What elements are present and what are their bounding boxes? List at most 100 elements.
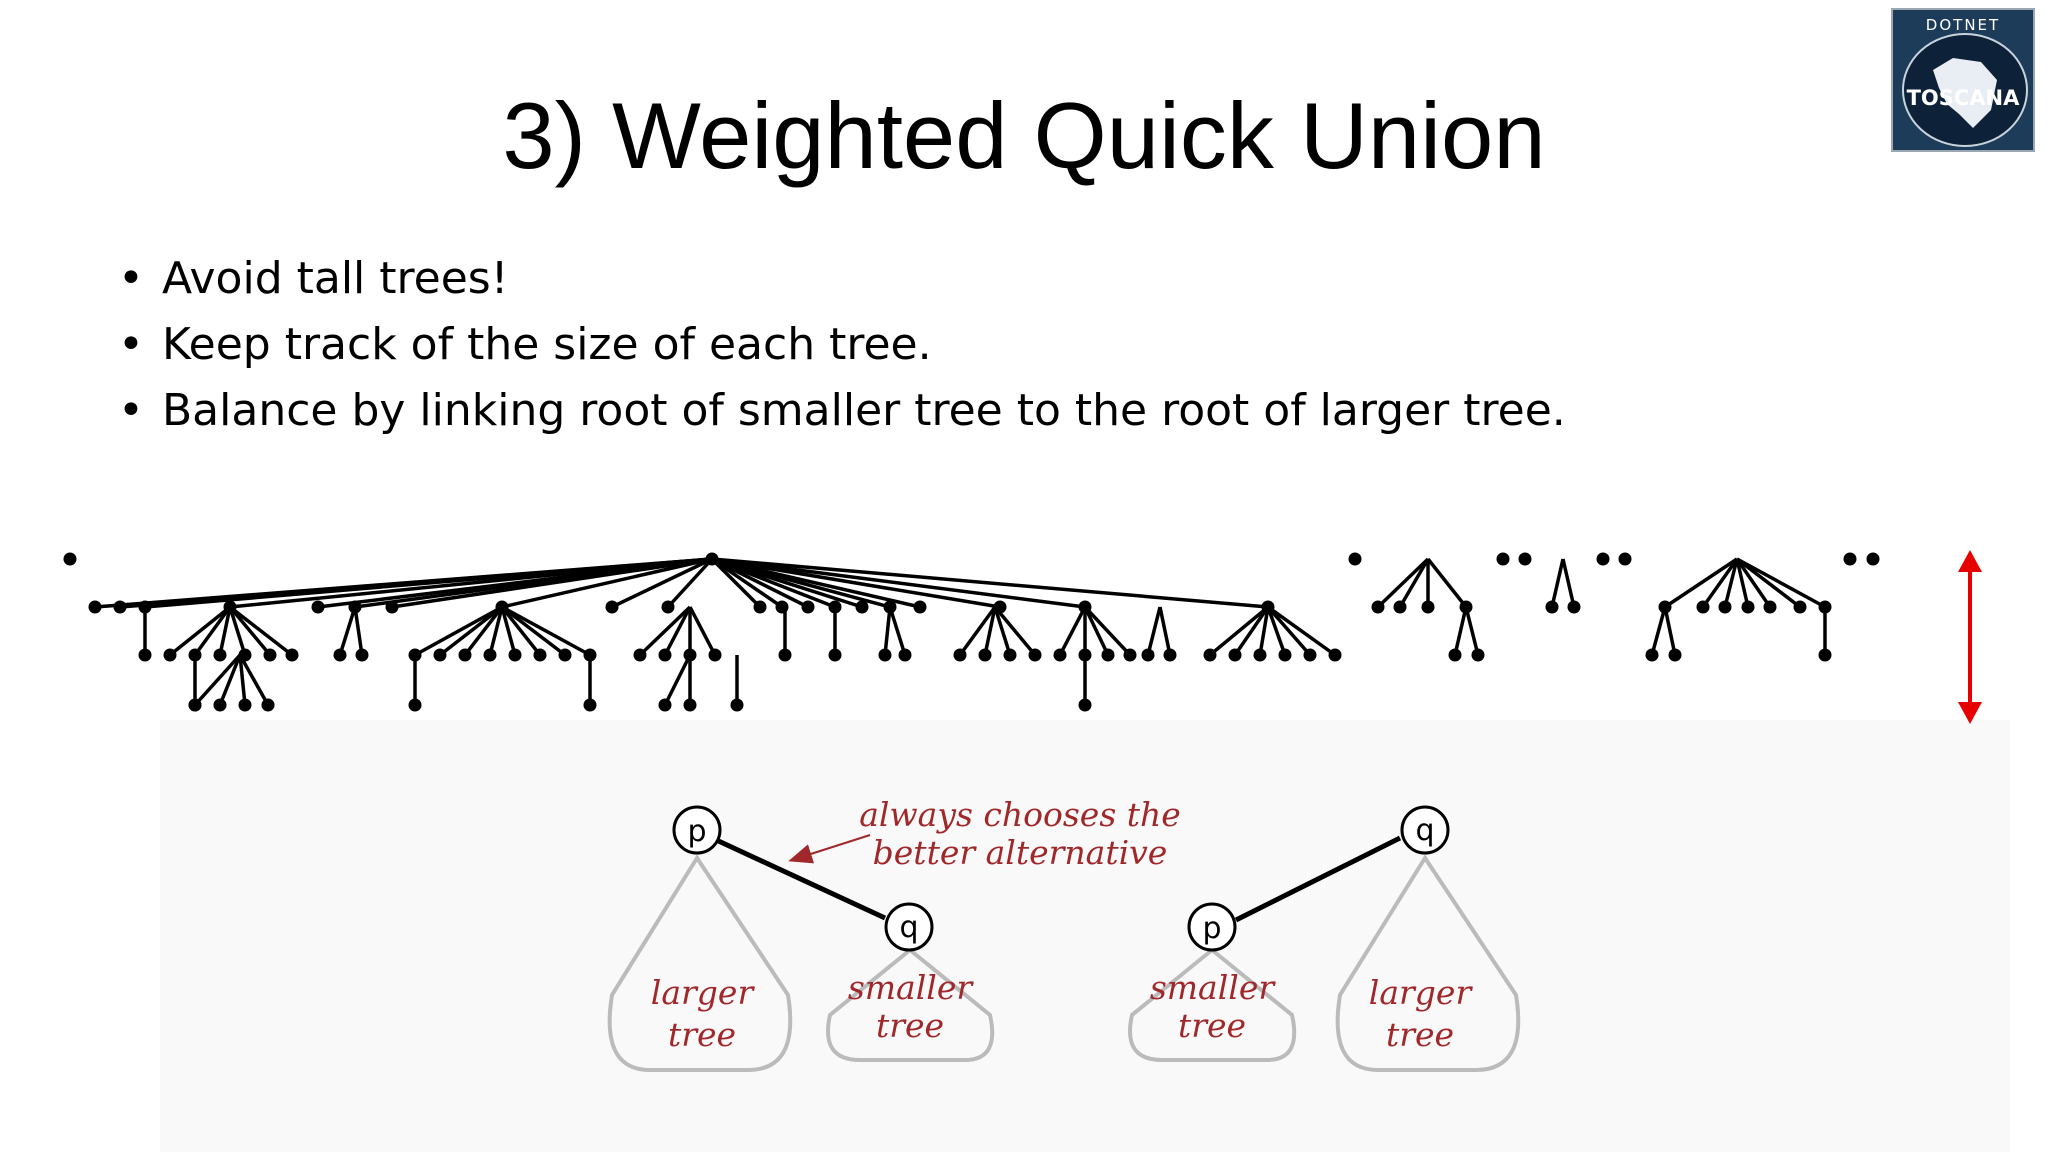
tree-edge bbox=[883, 606, 892, 656]
tree-node bbox=[605, 600, 619, 614]
link-edge-left bbox=[710, 835, 887, 921]
annotation-arrow bbox=[788, 834, 871, 864]
tree-node bbox=[801, 600, 815, 614]
bullet-item: •Keep track of the size of each tree. bbox=[118, 312, 1566, 378]
tree-edge bbox=[488, 606, 504, 656]
tree-edge bbox=[193, 653, 242, 707]
tree-edge bbox=[1158, 606, 1172, 656]
node-p-label: p bbox=[1202, 911, 1221, 946]
tree-edge bbox=[1735, 558, 1772, 608]
tree-node bbox=[1421, 600, 1435, 614]
tree-edge bbox=[993, 606, 1012, 656]
node-p-right bbox=[1187, 902, 1237, 952]
tree-node bbox=[855, 600, 869, 614]
tree-node bbox=[261, 698, 275, 712]
tree-edge bbox=[1083, 605, 1132, 657]
larger-tree-outline-left bbox=[607, 854, 793, 1072]
bullet-text: Balance by linking root of smaller tree … bbox=[162, 385, 1566, 436]
tree-node bbox=[63, 552, 77, 566]
tree-node bbox=[1496, 552, 1510, 566]
tree-node bbox=[708, 648, 722, 662]
tree-node bbox=[1645, 648, 1659, 662]
tree-node bbox=[1818, 648, 1832, 662]
tree-node bbox=[1278, 648, 1292, 662]
tree-node bbox=[878, 648, 892, 662]
tree-node bbox=[533, 648, 547, 662]
tree-node bbox=[1141, 648, 1155, 662]
logo-top-text: DOTNET bbox=[1925, 16, 2001, 34]
smaller-tree-outline-left bbox=[826, 947, 995, 1062]
node-p-left bbox=[672, 805, 722, 855]
tree-node bbox=[913, 600, 927, 614]
tree-edge bbox=[1208, 605, 1270, 657]
logo-emblem bbox=[1902, 33, 2028, 147]
tree-edge bbox=[958, 605, 997, 657]
tree-edge bbox=[1258, 606, 1270, 656]
tree-edge bbox=[228, 606, 247, 656]
tree-node bbox=[1078, 698, 1092, 712]
tree-edge bbox=[228, 605, 272, 657]
tree-node bbox=[1028, 648, 1042, 662]
tree-node bbox=[1866, 552, 1880, 566]
tree-edge bbox=[1058, 606, 1087, 656]
tree-node bbox=[1303, 648, 1317, 662]
larger-tree-label-right: larger bbox=[1369, 973, 1474, 1012]
tree-edge bbox=[463, 605, 504, 657]
tree-edge bbox=[663, 654, 692, 706]
tree-edge bbox=[414, 605, 503, 657]
tree-node bbox=[385, 600, 399, 614]
tree-edge bbox=[1398, 558, 1430, 608]
bullet-text: Keep track of the size of each tree. bbox=[162, 319, 932, 370]
tree-edge bbox=[1233, 606, 1270, 656]
tree-edge bbox=[501, 605, 591, 657]
tree-node bbox=[661, 600, 675, 614]
tree-edge bbox=[1550, 558, 1565, 608]
tree-node bbox=[1003, 648, 1017, 662]
tree-edge bbox=[1736, 557, 1826, 609]
larger-tree-label-right-2: tree bbox=[1386, 1015, 1454, 1054]
tree-node bbox=[1618, 552, 1632, 566]
tree-edge bbox=[238, 654, 270, 706]
tree-edge bbox=[611, 557, 713, 609]
tree-node bbox=[1348, 552, 1362, 566]
annotation-line-2: better alternative bbox=[873, 833, 1168, 872]
tree-edge bbox=[438, 605, 504, 657]
tree-edge bbox=[1701, 557, 1739, 609]
larger-tree-label-left-2: tree bbox=[668, 1015, 736, 1054]
tree-edge bbox=[353, 606, 364, 656]
larger-tree-outline-right bbox=[1335, 854, 1521, 1072]
tree-node bbox=[1101, 648, 1115, 662]
tree-node bbox=[658, 698, 672, 712]
tree-node bbox=[683, 698, 697, 712]
smaller-tree-label-left-2: tree bbox=[876, 1006, 944, 1045]
tree-node bbox=[705, 552, 719, 566]
node-q-left bbox=[884, 902, 934, 952]
tree-node bbox=[355, 648, 369, 662]
tree-node bbox=[1471, 648, 1485, 662]
node-q-right bbox=[1400, 805, 1450, 855]
tree-edge bbox=[711, 557, 921, 609]
tree-edge bbox=[228, 605, 294, 657]
bullet-item: •Balance by linking root of smaller tree… bbox=[118, 378, 1566, 444]
tree-edge bbox=[500, 605, 542, 657]
tree-node bbox=[658, 648, 672, 662]
larger-tree-label-left: larger bbox=[651, 973, 756, 1012]
tree-edge bbox=[1650, 606, 1667, 656]
tree-edge bbox=[1266, 606, 1287, 656]
tree-edge bbox=[338, 606, 357, 656]
bullet-text: Avoid tall trees! bbox=[162, 253, 509, 304]
tree-edge bbox=[1735, 558, 1750, 608]
tree-edge bbox=[1266, 605, 1337, 657]
tree-edge bbox=[1663, 606, 1677, 656]
tree-node bbox=[285, 648, 299, 662]
tree-node bbox=[953, 648, 967, 662]
tree-node bbox=[163, 648, 177, 662]
tree-node bbox=[1448, 648, 1462, 662]
bullet-list: • Avoid tall trees! •Keep track of the si… bbox=[118, 246, 1566, 444]
tree-edge bbox=[500, 605, 567, 657]
tree-node bbox=[1371, 600, 1385, 614]
tree-edge bbox=[993, 605, 1037, 657]
bullet-dot: • bbox=[118, 253, 144, 304]
bullet-item: • Avoid tall trees! bbox=[118, 246, 1566, 312]
tree-edge bbox=[1723, 558, 1739, 608]
